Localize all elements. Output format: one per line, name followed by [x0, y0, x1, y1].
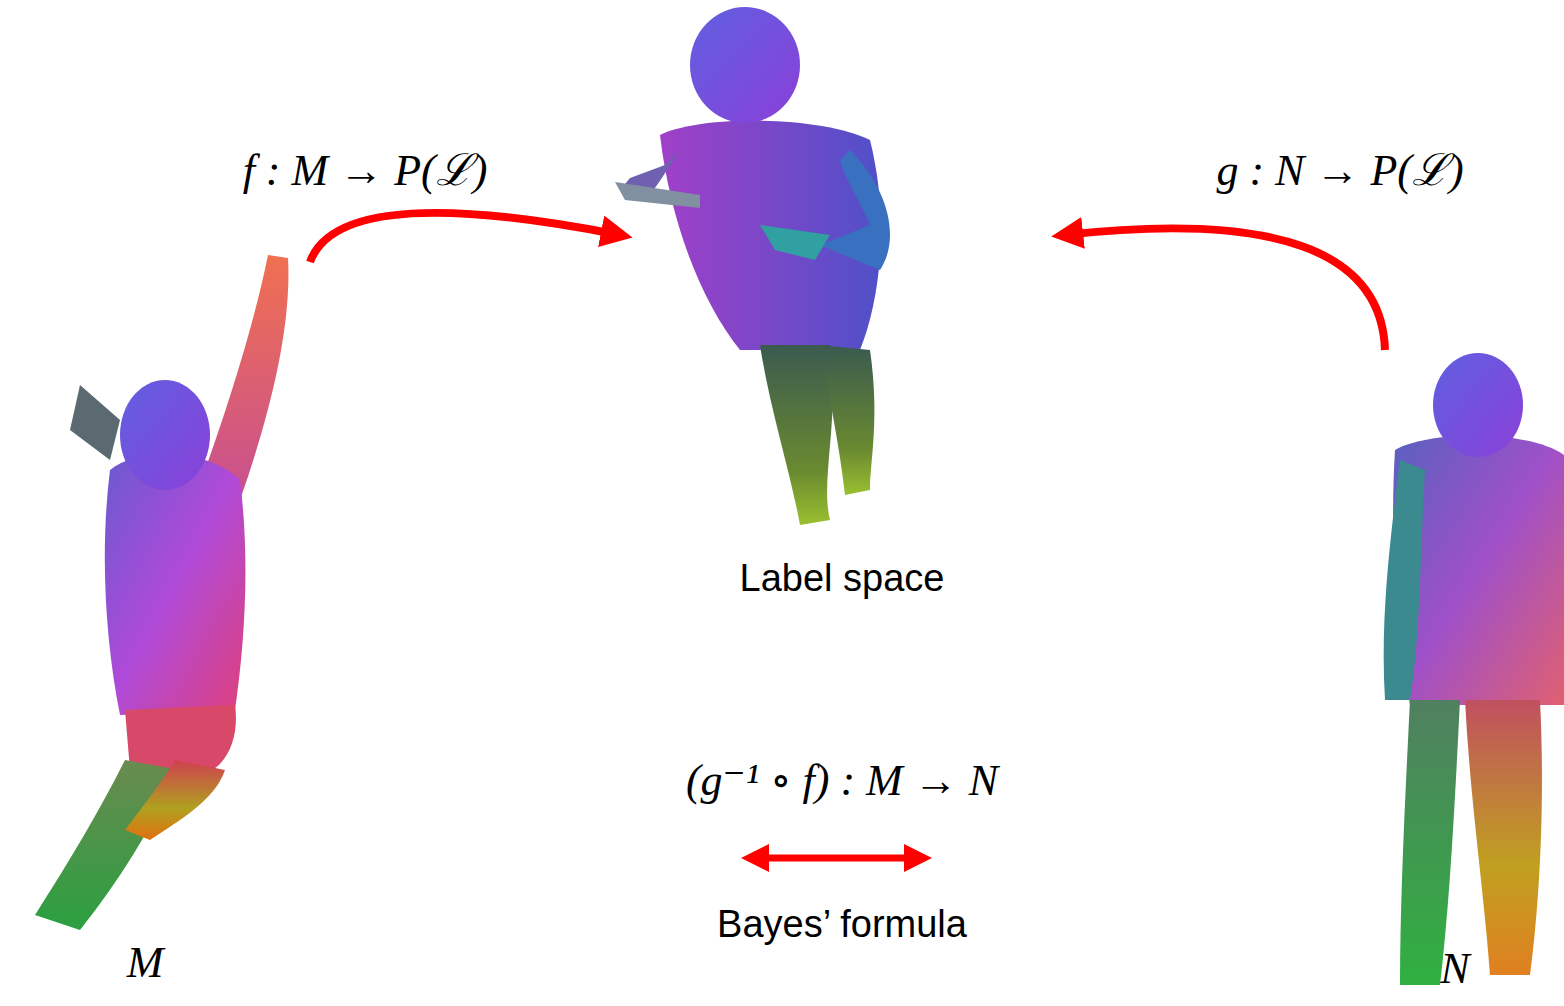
node-label: N	[1440, 943, 1469, 996]
mapping-arrow	[310, 213, 620, 262]
composition-formula: (g⁻¹ ∘ f) : M → N	[686, 755, 998, 808]
figure-n-node: N	[1360, 350, 1564, 1000]
mapping-label: f : M → P(ℒ)	[243, 145, 488, 198]
mapping-arrow	[1064, 228, 1385, 350]
node-label: M	[127, 937, 164, 990]
figure-m-node: M	[15, 240, 310, 1000]
node-label: Label space	[740, 556, 945, 602]
human-figure-n	[1384, 353, 1564, 985]
double-arrow	[755, 855, 918, 862]
mapping-label: g : N → P(ℒ)	[1216, 145, 1463, 198]
bayes-label: Bayes’ formula	[717, 902, 967, 948]
human-figure-label-space	[615, 7, 890, 525]
label-space-node: Label space	[620, 5, 1064, 610]
human-figure-m	[35, 255, 288, 930]
